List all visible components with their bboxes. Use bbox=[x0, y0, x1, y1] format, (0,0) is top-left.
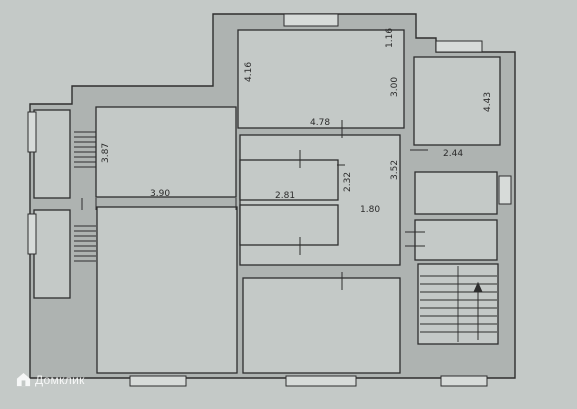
room-left-upper bbox=[95, 106, 237, 198]
dimension-1-16: 1.16 bbox=[385, 28, 395, 48]
watermark-text: Домклик bbox=[35, 372, 85, 387]
dimension-2-32: 2.32 bbox=[343, 172, 353, 192]
room-top-right bbox=[413, 56, 501, 146]
closet-upper bbox=[239, 159, 339, 201]
up-arrow-icon bbox=[473, 281, 483, 340]
balcony-upper bbox=[33, 109, 71, 199]
window-top-right bbox=[435, 40, 483, 53]
window-left-lower bbox=[27, 213, 37, 255]
dimension-1-80: 1.80 bbox=[360, 205, 380, 215]
room-right-lower bbox=[414, 219, 498, 261]
room-bottom-left bbox=[96, 206, 238, 374]
house-logo-icon bbox=[16, 372, 31, 387]
room-top-center bbox=[237, 29, 405, 129]
closet-lower bbox=[239, 204, 339, 246]
dimension-3-52: 3.52 bbox=[390, 160, 400, 180]
window-right bbox=[498, 175, 512, 205]
dimension-3-00: 3.00 bbox=[390, 77, 400, 97]
window-top bbox=[283, 13, 339, 27]
room-bottom-center bbox=[242, 277, 401, 374]
dimension-2-81: 2.81 bbox=[275, 191, 295, 201]
dimension-3-87: 3.87 bbox=[101, 143, 111, 163]
dimension-4-78: 4.78 bbox=[310, 118, 330, 128]
dimension-4-43: 4.43 bbox=[483, 92, 493, 112]
watermark: Домклик bbox=[16, 372, 85, 387]
dimension-2-44: 2.44 bbox=[443, 149, 463, 159]
window-left-upper bbox=[27, 111, 37, 153]
window-bottom-left bbox=[129, 375, 187, 387]
window-bottom-right bbox=[440, 375, 488, 387]
room-right-middle bbox=[414, 171, 498, 215]
dimension-4-16: 4.16 bbox=[244, 62, 254, 82]
balcony-lower bbox=[33, 209, 71, 299]
window-bottom-center bbox=[285, 375, 357, 387]
dimension-3-90: 3.90 bbox=[150, 189, 170, 199]
